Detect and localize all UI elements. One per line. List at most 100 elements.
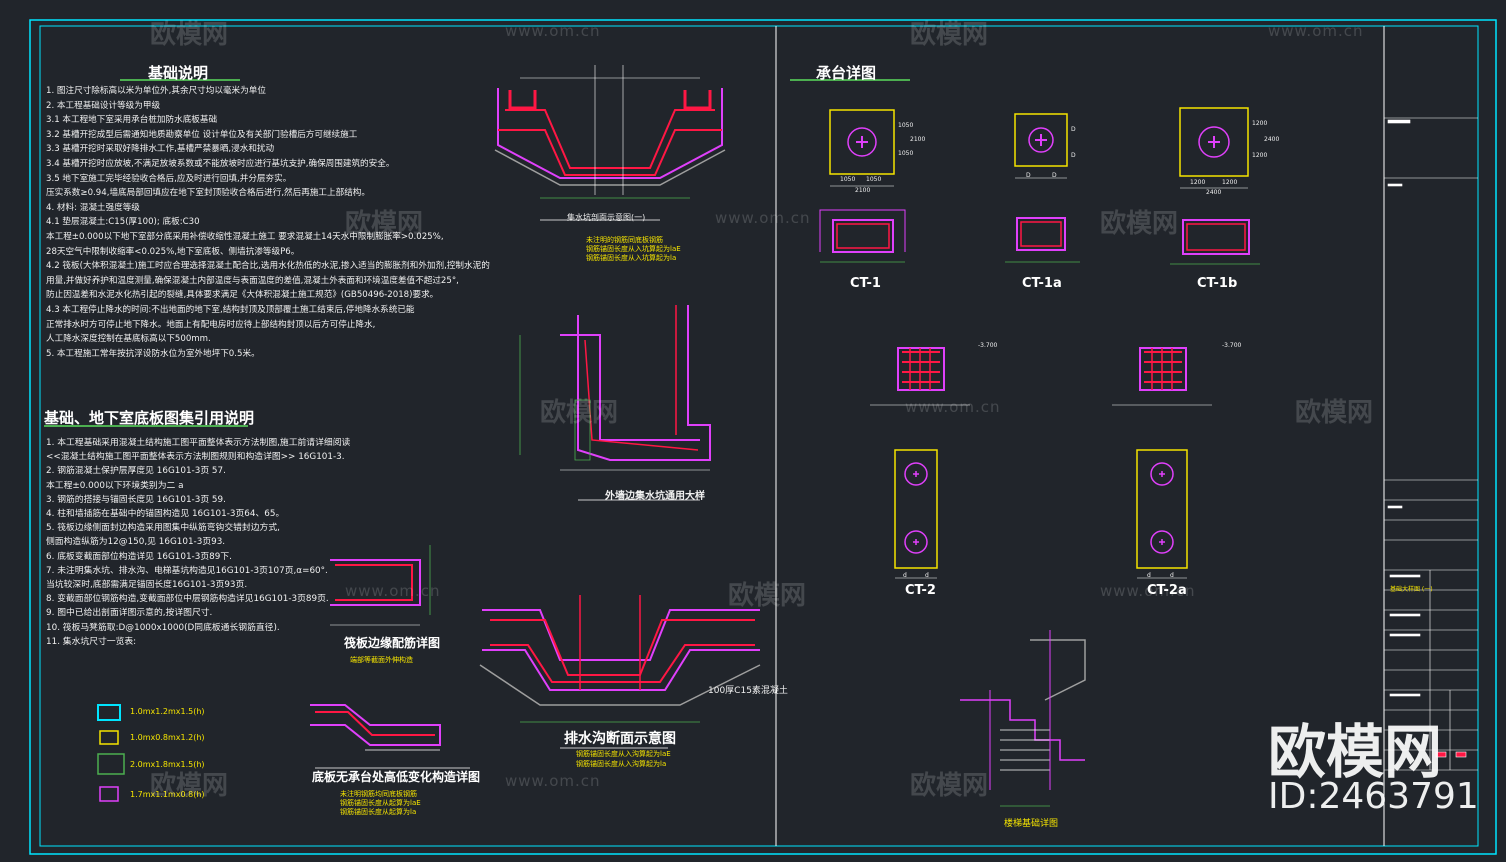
ct1-side-2: 1050	[898, 150, 914, 157]
pile-cap-sections	[819, 209, 1260, 265]
ct1b-dim-2: 1200	[1222, 179, 1238, 186]
note-line: 10. 筏板马凳筋取:D@1000x1000(D同底板通长钢筋直径).	[46, 622, 280, 633]
drawing-name: 基础大样图 (一)	[1390, 586, 1433, 593]
outer-frame	[29, 19, 1497, 855]
raft-edge-caption: 筏板边缘配筋详图	[344, 636, 441, 650]
note-line: 11. 集水坑尺寸一览表:	[46, 636, 137, 647]
elevation-change-caption: 底板无承台处高低变化构造详图	[312, 770, 481, 784]
inner-frame	[39, 25, 1479, 847]
legend-label: 2.0mx1.8mx1.5(h)	[130, 760, 205, 769]
watermark-url-1: www.om.cn	[505, 22, 601, 40]
ct2a-dim-1: d	[1147, 572, 1151, 579]
note-line: 28天空气中限制收缩率<0.025%,地下室底板、侧墙抗渗等级P6。	[46, 246, 300, 257]
raft-edge-subcaption: 端部等截面外伸构造	[350, 656, 413, 664]
ct1b-dim-1: 1200	[1190, 179, 1206, 186]
note-line: 本工程±0.000以下环境类别为二 a	[46, 480, 184, 491]
drain-ditch-drawing	[479, 595, 761, 749]
atlas-reference-heading: 基础、地下室底板图集引用说明	[44, 409, 255, 427]
ct1-dim-1: 1050	[840, 176, 856, 183]
note-line: 钢筋锚固长度从入沟算起为la	[576, 760, 667, 768]
pit-legend	[97, 704, 125, 802]
note-line: 正常排水时方可停止地下降水。地面上有配电房时应待上部结构封顶以后方可停止降水,	[46, 319, 376, 330]
drain-ditch-label: 100厚C15素混凝土	[708, 686, 788, 696]
stair-foundation-caption: 楼梯基础详图	[1004, 819, 1059, 829]
note-line: 1. 本工程基础采用混凝土结构施工图平面整体表示方法制图,施工前请详细阅读	[46, 438, 351, 448]
note-line: 4. 材料: 混凝土强度等级	[46, 202, 140, 213]
watermark-large-brand: 欧模网	[1268, 718, 1443, 786]
ct1b-side-2: 1200	[1252, 152, 1268, 159]
note-line: 3.1 本工程地下室采用承台桩加防水底板基础	[46, 115, 218, 126]
watermark-url-6: www.om.cn	[1100, 582, 1196, 600]
legend-label: 1.0mx1.2mx1.5(h)	[130, 707, 205, 716]
cap-label-ct2: CT-2	[905, 583, 936, 598]
ct1b-side-1: 1200	[1252, 120, 1268, 127]
ct2-dim-2: d	[925, 572, 929, 579]
foundation-notes-heading: 基础说明	[148, 64, 209, 82]
note-line: 8. 变截面部位钢筋构造,变截面部位中层钢筋构造详见16G101-3页89页.	[46, 594, 329, 605]
elevation-mark: -3.700	[978, 342, 998, 349]
watermark-url-2: www.om.cn	[1268, 22, 1364, 40]
raft-edge-drawing	[330, 545, 431, 626]
legend-label: 1.0mx0.8mx1.2(h)	[130, 733, 205, 742]
watermark-brand-3: 欧模网	[345, 209, 424, 239]
ct1a-dim-2: D	[1052, 172, 1057, 179]
note-line: 防止因温差和水泥水化热引起的裂缝,具体要求满足《大体积混凝土施工规范》(GB50…	[46, 290, 439, 301]
elevation-change-drawing	[310, 704, 470, 769]
note-line: 6. 底板变截面部位构造详见 16G101-3页89下.	[46, 551, 232, 562]
cap-label-ct1a: CT-1a	[1022, 276, 1062, 291]
note-line: <<混凝土结构施工图平面整体表示方法制图规则和构造详图>> 16G101-3.	[46, 452, 345, 463]
drain-ditch-caption: 排水沟断面示意图	[564, 731, 676, 747]
note-line: 未注明的钢筋同底板钢筋	[586, 236, 663, 244]
ct2-dim-1: d	[903, 572, 907, 579]
note-line: 4. 柱和墙插筋在基础中的锚固构造见 16G101-3页64、65。	[46, 509, 285, 519]
ct1b-dim-total: 2400	[1206, 189, 1222, 196]
cap-label-ct1: CT-1	[850, 276, 881, 291]
note-line: 3.5 地下室施工完毕经验收合格后,应及时进行回填,并分层夯实。	[46, 173, 292, 184]
note-line: 钢筋锚固长度从入坑算起为laE	[586, 245, 681, 253]
note-line: 钢筋锚固长度从入沟算起为laE	[576, 750, 671, 758]
watermark-id: ID:2463791	[1268, 776, 1479, 817]
watermark-brand-7: 欧模网	[728, 581, 807, 611]
note-line: 9. 图中已给出剖面详图示意的,按详图尺寸.	[46, 608, 213, 619]
elevation-mark-2: -3.700	[1222, 342, 1242, 349]
note-line: 4.2 筏板(大体积混凝土)施工时应合理选择混凝土配合比,选用水化热低的水泥,掺…	[46, 261, 490, 272]
ct1a-side-1: D	[1071, 126, 1076, 133]
note-line: 7. 未注明集水坑、排水沟、电梯基坑构造见16G101-3页107页,α=60°…	[46, 565, 328, 576]
ct1-dim-2: 1050	[866, 176, 882, 183]
note-line: 2. 钢筋混凝土保护层厚度见 16G101-3页 57.	[46, 466, 226, 477]
note-line: 钢筋锚固长度从起算为la	[340, 808, 417, 816]
note-line: 当坑较深时,底部需满足锚固长度16G101-3页93页.	[46, 580, 248, 590]
ct1b-side-total: 2400	[1264, 136, 1280, 143]
note-line: 3.3 基槽开挖时采取好降排水工作,基槽严禁暴晒,浸水和扰动	[46, 144, 275, 155]
note-line: 3.2 基槽开挖成型后需通知地质勘察单位 设计单位及有关部门验槽后方可继续施工	[46, 129, 358, 140]
pit-section-caption: 集水坑剖面示意图(一)	[567, 213, 646, 222]
legend-label: 1.7mx1.1mx0.8(h)	[130, 790, 205, 799]
note-line: 人工降水深度控制在基底标高以下500mm.	[46, 334, 211, 345]
note-line: 4.1 垫层混凝土:C15(厚100); 底板:C30	[46, 217, 200, 228]
note-line: 侧面构造纵筋为12@150,见 16G101-3页93.	[46, 537, 226, 548]
note-line: 5. 本工程施工常年按抗浮设防水位为室外地坪下0.5米。	[46, 348, 260, 359]
note-line: 4.3 本工程停止降水的时间:不出地面的地下室,结构封顶及顶部覆土施工结束后,停…	[46, 305, 415, 315]
watermark-brand-6: 欧模网	[1295, 398, 1374, 428]
watermark-url-7: www.om.cn	[505, 772, 601, 790]
watermark-brand-2: 欧模网	[910, 20, 989, 50]
watermark-url-5: www.om.cn	[345, 582, 441, 600]
note-line: 3.4 基槽开挖时应放坡,不满足放坡系数或不能放坡时应进行基坑支护,确保周围建筑…	[46, 159, 395, 169]
watermark-url-3: www.om.cn	[715, 209, 811, 227]
ct1a-dim-1: D	[1026, 172, 1031, 179]
ct2-sections	[870, 347, 1212, 406]
pile-cap-plans	[829, 107, 1249, 189]
note-line: 5. 筏板边缘侧面封边构造采用图集中纵筋弯钩交错封边方式,	[46, 523, 280, 534]
outer-wall-pit-drawing	[519, 305, 711, 501]
watermark-brand-8: 欧模网	[150, 771, 229, 801]
watermark-url-4: www.om.cn	[905, 398, 1001, 416]
note-line: 未注明钢筋均同底板钢筋	[340, 790, 417, 798]
note-line: 钢筋锚固长度从起算为laE	[340, 799, 421, 807]
pile-cap-heading: 承台详图	[816, 64, 877, 82]
cap-label-ct2a: CT-2a	[1147, 583, 1187, 598]
watermark-brand-9: 欧模网	[910, 771, 989, 801]
outer-wall-caption: 外墙边集水坑通用大样	[605, 491, 705, 502]
note-line: 3. 钢筋的搭接与锚固长度见 16G101-3页 59.	[46, 494, 226, 505]
note-line: 1. 图注尺寸除标高以米为单位外,其余尺寸均以毫米为单位	[46, 86, 266, 96]
